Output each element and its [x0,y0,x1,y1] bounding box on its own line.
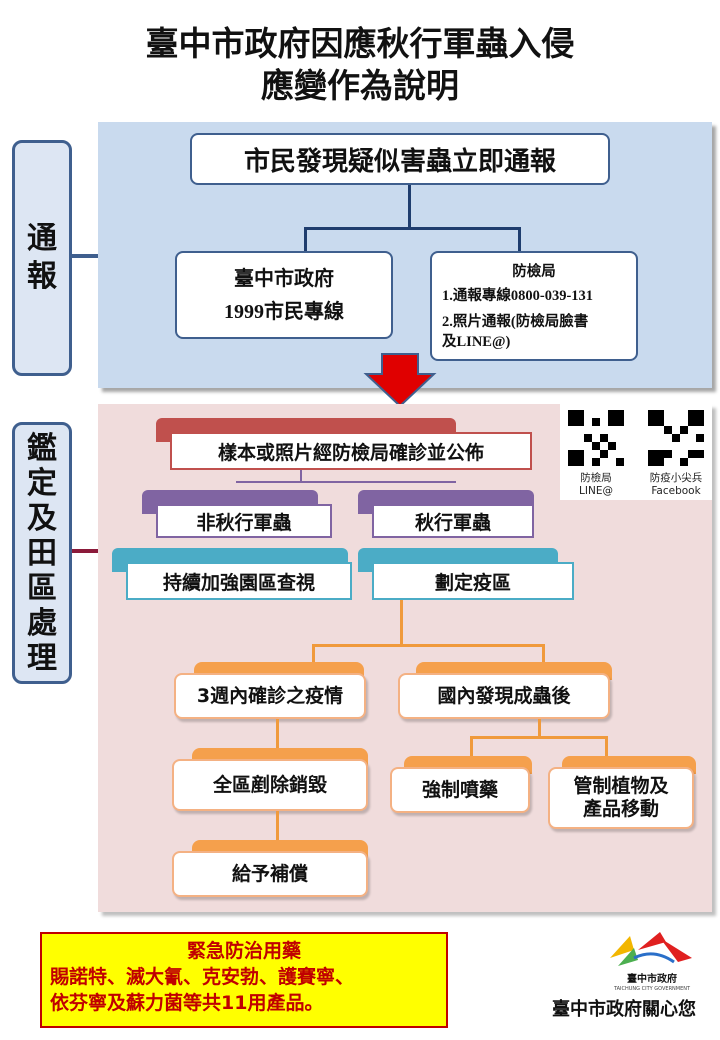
flow-line [276,811,279,841]
faw-box: 秋行軍蟲 [372,504,534,538]
qr-caption-text: 防檢局 [580,472,612,484]
section-label-char: 鑑 [27,430,57,466]
city-hotline-line2: 1999市民專線 [224,301,344,323]
bureau-item3: 及LINE@) [442,334,511,350]
flow-line [304,227,520,230]
flow-line [542,644,545,664]
emergency-title: 緊急防治用藥 [186,940,301,962]
flow-line [304,227,307,251]
qr-caption-line: 防檢局 LINE@ [560,472,632,498]
flow-line [236,481,456,483]
delineate-box: 劃定疫區 [372,562,574,600]
section-label-report: 通 報 [12,140,72,376]
flow-line [312,644,544,647]
flow-line [470,736,473,758]
spray-box: 強制噴藥 [390,767,530,813]
domestic-adult-box: 國內發現成蟲後 [398,673,610,719]
qr-caption-text: 防疫小尖兵 [649,472,703,484]
section-label-char: 區 [27,570,57,606]
page-title-line1: 臺中市政府因應秋行軍蟲入侵 [145,24,575,63]
logo-subtext: TAICHUNG CITY GOVERNMENT [613,986,691,992]
flow-line [400,600,403,644]
emergency-box: 緊急防治用藥 賜諾特、滅大氰、克安勃、護賽寧、 依芬寧及蘇力菌等共11用產品。 [40,932,448,1028]
section-label-char: 通 [27,221,57,256]
footer-slogan: 臺中市政府關心您 [552,999,696,1020]
section-label-char: 及 [27,500,57,536]
handling-connector [72,549,98,553]
control-box: 管制植物及 產品移動 [548,767,694,829]
non-faw-box: 非秋行軍蟲 [156,504,332,538]
qr-caption-text: Facebook [651,485,701,497]
emergency-line1: 賜諾特、滅大氰、克安勃、護賽寧、 [50,966,355,988]
flow-line [276,719,279,749]
qr-caption-facebook: 防疫小尖兵 Facebook [638,472,714,498]
bureau-box: 防檢局 1.通報專線0800-039-131 2.照片通報(防檢局臉書 及LIN… [430,251,638,361]
bureau-item1: 1.通報專線0800-039-131 [442,288,594,304]
logo-text: 臺中市政府 [627,974,677,985]
flow-line [470,736,608,739]
section-label-char: 定 [27,465,57,501]
control-line2: 產品移動 [582,798,659,820]
destroy-box: 全區剷除銷毀 [172,759,368,811]
flow-line [605,736,608,758]
down-arrow-icon [363,353,437,408]
flow-line [538,719,541,737]
city-hotline-box: 臺中市政府 1999市民專線 [175,251,393,339]
three-weeks-box: 3週內確診之疫情 [174,673,366,719]
qr-code-icon [568,410,624,466]
section-label-char: 田 [27,535,57,571]
qr-caption-text: LINE@ [579,485,613,497]
section-label-char: 理 [27,640,57,676]
emergency-line2: 依芬寧及蘇力菌等共11用產品。 [50,992,324,1014]
continue-check-box: 持續加強園區查視 [126,562,352,600]
qr-code-icon [648,410,704,466]
taichung-logo-icon [610,932,692,966]
section-label-char: 報 [27,259,57,294]
flow-line [300,470,302,482]
control-line1: 管制植物及 [573,775,669,797]
section-label-handling: 鑑 定 及 田 區 處 理 [12,422,72,684]
city-hotline-line1: 臺中市政府 [234,266,334,290]
report-connector [72,254,98,258]
bureau-item2: 2.照片通報(防檢局臉書 [442,314,589,330]
bureau-title: 防檢局 [512,264,556,280]
compensate-box: 給予補償 [172,851,368,897]
diagnosis-box: 樣本或照片經防檢局確診並公佈 [170,432,532,470]
section-label-char: 處 [27,605,57,641]
flow-line [518,227,521,251]
flow-line [312,644,315,664]
report-top-box: 市民發現疑似害蟲立即通報 [190,133,610,185]
page-title-line2: 應變作為說明 [261,66,459,105]
flow-line [408,185,411,228]
